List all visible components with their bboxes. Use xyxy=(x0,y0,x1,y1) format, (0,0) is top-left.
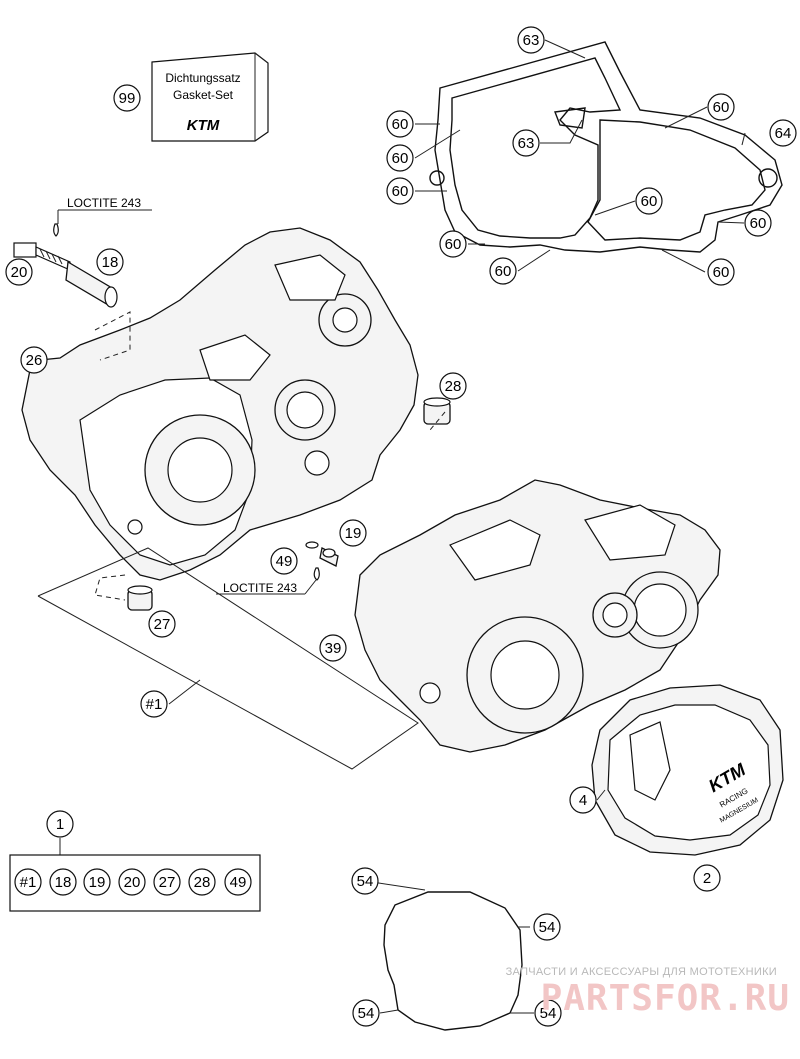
svg-text:54: 54 xyxy=(540,1005,557,1022)
dowel-sleeve-18 xyxy=(65,260,118,308)
svg-text:39: 39 xyxy=(325,640,342,657)
svg-text:60: 60 xyxy=(495,263,512,280)
kit-item: 20 xyxy=(118,868,146,896)
svg-text:18: 18 xyxy=(55,874,72,891)
callout-4: 4 xyxy=(569,786,597,814)
callout-60-6: 60 xyxy=(744,209,772,237)
kit-item: #1 xyxy=(14,868,42,896)
callout-1: 1 xyxy=(46,810,74,838)
callout-60-8: 60 xyxy=(489,257,517,285)
callout-54-1: 54 xyxy=(351,867,379,895)
callout-27: 27 xyxy=(148,610,176,638)
watermark: ЗАПЧАСТИ И АКСЕССУАРЫ ДЛЯ МОТОТЕХНИКИ PA… xyxy=(506,966,790,1019)
callout-set-1: #1 xyxy=(140,690,168,718)
svg-text:20: 20 xyxy=(124,874,141,891)
kit-item: 19 xyxy=(83,868,111,896)
svg-text:20: 20 xyxy=(11,264,28,281)
callout-63b: 63 xyxy=(512,129,540,157)
dashed-guide-lines xyxy=(94,311,446,601)
svg-text:60: 60 xyxy=(445,236,462,253)
kit-item: 49 xyxy=(224,868,252,896)
callout-18: 18 xyxy=(96,248,124,276)
right-crankcase-half xyxy=(354,479,721,753)
svg-text:60: 60 xyxy=(392,116,409,133)
svg-text:#1: #1 xyxy=(20,874,37,891)
callout-28: 28 xyxy=(439,372,467,400)
callout-20: 20 xyxy=(5,258,33,286)
gasket-set-title: Dichtungssatz xyxy=(165,71,240,85)
callout-60-5: 60 xyxy=(635,187,663,215)
svg-text:60: 60 xyxy=(392,183,409,200)
callout-19: 19 xyxy=(339,519,367,547)
svg-text:60: 60 xyxy=(392,150,409,167)
callout-60-3: 60 xyxy=(386,144,414,172)
svg-text:1: 1 xyxy=(56,816,64,833)
callout-54-4: 54 xyxy=(534,999,562,1027)
callout-64: 64 xyxy=(769,119,797,147)
svg-text:64: 64 xyxy=(775,125,792,142)
svg-text:63: 63 xyxy=(518,135,535,152)
loctite-drops xyxy=(53,223,320,581)
screw-19-washer-49 xyxy=(305,541,339,567)
leader-lines xyxy=(29,39,746,1014)
kit-item: 28 xyxy=(188,868,216,896)
callout-60-7: 60 xyxy=(439,230,467,258)
callout-60-2: 60 xyxy=(386,110,414,138)
svg-text:26: 26 xyxy=(26,352,43,369)
svg-text:19: 19 xyxy=(345,525,362,542)
crankcase-gasket-top xyxy=(429,41,783,253)
svg-text:60: 60 xyxy=(641,193,658,210)
callout-60-1: 60 xyxy=(707,93,735,121)
callout-60-4: 60 xyxy=(386,177,414,205)
callout-39: 39 xyxy=(319,634,347,662)
svg-text:28: 28 xyxy=(194,874,211,891)
svg-text:27: 27 xyxy=(159,874,176,891)
svg-text:54: 54 xyxy=(539,919,556,936)
gasket-set-subtitle: Gasket-Set xyxy=(173,88,234,102)
callout-60-9: 60 xyxy=(707,258,735,286)
svg-text:49: 49 xyxy=(276,553,293,570)
kit-item: 18 xyxy=(49,868,77,896)
svg-text:99: 99 xyxy=(119,90,136,107)
callout-2: 2 xyxy=(693,864,721,892)
left-crankcase-half xyxy=(21,227,419,581)
callout-63a: 63 xyxy=(517,26,545,54)
cover-gasket xyxy=(383,891,523,1031)
svg-text:54: 54 xyxy=(358,1005,375,1022)
watermark-brand: PARTSFOR.RU xyxy=(541,978,790,1019)
svg-text:4: 4 xyxy=(579,792,587,809)
kit-item-callouts: #1 18 19 20 27 28 49 xyxy=(14,868,252,896)
ktm-logo: KTM xyxy=(187,117,220,134)
gasket-set-box: Dichtungssatz Gasket-Set KTM xyxy=(151,52,269,142)
loctite-label-top: LOCTITE 243 xyxy=(67,196,141,210)
kit-item: 27 xyxy=(153,868,181,896)
svg-text:18: 18 xyxy=(102,254,119,271)
svg-text:2: 2 xyxy=(703,870,711,887)
callout-54-3: 54 xyxy=(352,999,380,1027)
ignition-cover: KTM RACING MAGNESIUM xyxy=(591,684,784,856)
svg-text:54: 54 xyxy=(357,873,374,890)
callout-99: 99 xyxy=(113,84,141,112)
callout-54-2: 54 xyxy=(533,913,561,941)
bearing-sleeve-28 xyxy=(423,397,451,425)
svg-text:60: 60 xyxy=(713,99,730,116)
svg-text:19: 19 xyxy=(89,874,106,891)
svg-text:27: 27 xyxy=(154,616,171,633)
svg-text:60: 60 xyxy=(713,264,730,281)
svg-text:#1: #1 xyxy=(146,696,163,713)
svg-text:49: 49 xyxy=(230,874,247,891)
bearing-sleeve-27 xyxy=(127,585,153,611)
svg-text:28: 28 xyxy=(445,378,462,395)
callout-49: 49 xyxy=(270,547,298,575)
loctite-label-bottom: LOCTITE 243 xyxy=(223,581,297,595)
callout-markers: 99 63 63 64 60 60 60 60 60 60 60 60 60 2… xyxy=(5,26,797,1027)
svg-text:60: 60 xyxy=(750,215,767,232)
watermark-tagline: ЗАПЧАСТИ И АКСЕССУАРЫ ДЛЯ МОТОТЕХНИКИ xyxy=(506,966,777,978)
svg-text:63: 63 xyxy=(523,32,540,49)
callout-26: 26 xyxy=(20,346,48,374)
